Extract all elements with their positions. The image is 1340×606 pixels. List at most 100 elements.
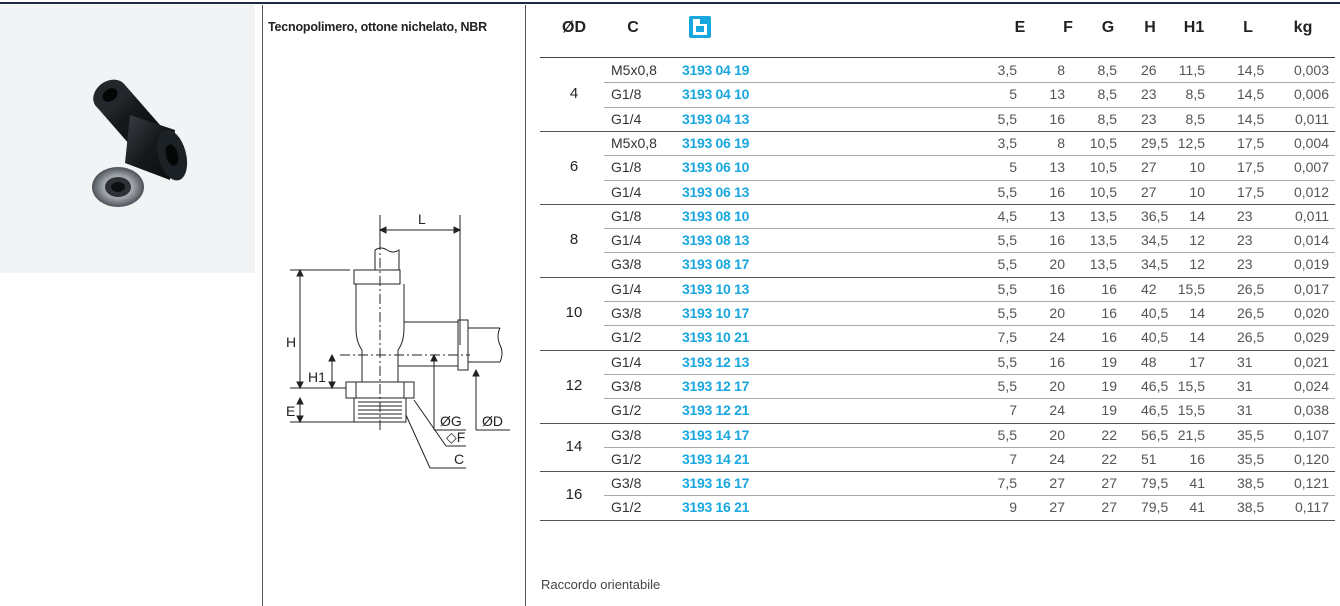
cell-h: 26	[1141, 62, 1157, 78]
technical-drawing: L H H1 E ØG ØD ◇F C	[286, 211, 510, 469]
cell-e: 9	[1009, 499, 1017, 516]
cell-f: 20	[1049, 426, 1065, 443]
cell-h1: 14	[1189, 207, 1205, 224]
top-rule	[0, 2, 1340, 4]
group-diameter: 10	[565, 304, 583, 322]
fitting-photo-illustration	[92, 79, 188, 207]
cell-kg: 0,011	[1295, 207, 1329, 224]
cell-l: 26,5	[1237, 280, 1265, 297]
row-rule	[604, 374, 1335, 375]
group-diameter: 8	[569, 231, 579, 249]
cell-h: 23	[1141, 110, 1157, 127]
row-rule	[604, 398, 1335, 399]
cell-f: 24	[1049, 450, 1065, 467]
row-rule	[604, 228, 1335, 229]
cell-kg: 0,117	[1295, 499, 1329, 516]
cell-e: 7	[1009, 450, 1017, 467]
cell-h1: 41	[1189, 499, 1205, 516]
cell-h1: 15,5	[1177, 377, 1205, 394]
cell-kg: 0,107	[1293, 426, 1329, 443]
material-description: Tecnopolimero, ottone nichelato, NBR	[268, 20, 487, 34]
cell-e: 7,5	[997, 329, 1017, 346]
cell-e: 4,5	[997, 207, 1017, 224]
cell-e: 5,5	[997, 377, 1017, 394]
cell-e: 7,5	[997, 475, 1017, 492]
cell-g: 8,5	[1097, 86, 1117, 103]
cell-code: 3193 12 21	[682, 402, 750, 419]
cell-g: 19	[1101, 353, 1117, 370]
cell-h1: 12	[1189, 232, 1205, 249]
cell-h: 48	[1141, 353, 1157, 370]
cell-code: 3193 04 19	[682, 62, 750, 78]
cell-code: 3193 10 21	[682, 329, 750, 346]
cell-h1: 15,5	[1177, 280, 1205, 297]
cell-f: 13	[1049, 207, 1065, 224]
cell-f: 16	[1049, 232, 1065, 249]
group-rule	[540, 471, 1335, 472]
group-rule	[540, 277, 1335, 278]
cell-kg: 0,007	[1293, 159, 1329, 176]
cell-l: 35,5	[1237, 426, 1265, 443]
cell-code: 3193 16 17	[682, 475, 750, 492]
label-C: C	[454, 451, 464, 467]
cell-l: 17,5	[1237, 134, 1265, 151]
cell-g: 27	[1101, 499, 1117, 516]
group-rule	[540, 204, 1335, 205]
group-diameter: 4	[569, 85, 579, 103]
cell-thread: G1/2	[611, 329, 642, 346]
cell-kg: 0,024	[1293, 377, 1329, 394]
cell-e: 5	[1009, 86, 1017, 103]
cell-h: 56,5	[1141, 426, 1169, 443]
cell-thread: M5x0,8	[611, 62, 657, 78]
header-rule	[540, 57, 1335, 58]
group-rule	[540, 423, 1335, 424]
group-diameter: 16	[565, 486, 583, 504]
header-c: C	[627, 19, 639, 36]
cell-e: 5,5	[997, 280, 1017, 297]
cell-h: 40,5	[1141, 329, 1169, 346]
cell-l: 17,5	[1237, 159, 1265, 176]
cell-f: 16	[1049, 280, 1065, 297]
cell-l: 17,5	[1237, 183, 1265, 200]
cell-kg: 0,014	[1293, 232, 1329, 249]
cell-kg: 0,121	[1293, 475, 1329, 492]
cell-f: 16	[1049, 183, 1065, 200]
cell-kg: 0,120	[1293, 450, 1329, 467]
cell-h1: 14	[1189, 329, 1205, 346]
header-e: E	[1014, 19, 1026, 36]
cell-e: 3,5	[997, 62, 1017, 78]
cell-h1: 12	[1189, 256, 1205, 273]
cell-kg: 0,012	[1293, 183, 1329, 200]
cell-code: 3193 10 17	[682, 305, 750, 321]
cell-l: 14,5	[1237, 110, 1265, 127]
header-l: L	[1243, 19, 1253, 36]
cell-g: 16	[1101, 280, 1117, 297]
cell-f: 20	[1049, 256, 1065, 273]
cell-kg: 0,006	[1293, 86, 1329, 103]
cell-l: 14,5	[1237, 62, 1265, 78]
cell-f: 24	[1049, 329, 1065, 346]
row-rule	[604, 495, 1335, 496]
label-L: L	[418, 211, 426, 227]
tube-fitting-logo-icon	[689, 16, 711, 43]
column-divider-left	[262, 5, 263, 606]
cell-code: 3193 08 10	[682, 207, 750, 224]
cell-code: 3193 04 10	[682, 86, 750, 103]
label-F: ◇F	[446, 429, 465, 445]
header-f: F	[1063, 19, 1073, 36]
cell-h: 51	[1141, 450, 1157, 467]
cell-thread: G3/8	[611, 256, 642, 273]
cell-f: 27	[1049, 475, 1065, 492]
row-rule	[604, 107, 1335, 108]
cell-h: 34,5	[1141, 232, 1169, 249]
cell-thread: G1/4	[611, 110, 642, 127]
cell-kg: 0,003	[1293, 62, 1329, 78]
cell-h: 29,5	[1141, 134, 1169, 151]
column-divider-right	[525, 5, 526, 606]
cell-g: 10,5	[1089, 159, 1117, 176]
cell-g: 13,5	[1089, 207, 1117, 224]
cell-f: 13	[1049, 159, 1065, 176]
cell-g: 19	[1101, 402, 1117, 419]
cell-h: 36,5	[1141, 207, 1169, 224]
cell-h1: 15,5	[1177, 402, 1205, 419]
